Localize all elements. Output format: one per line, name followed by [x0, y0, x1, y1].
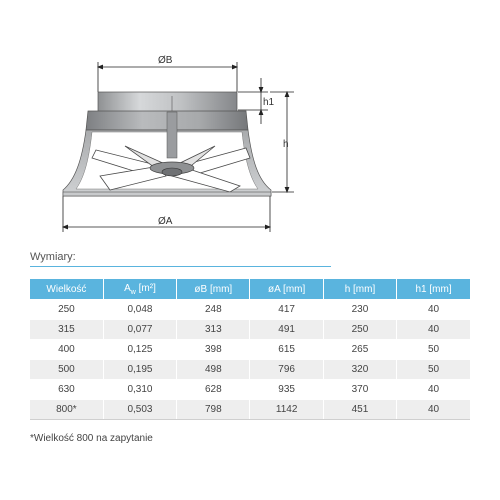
cell-area: 0,310 [102, 379, 177, 400]
header-size: Wielkość [30, 279, 104, 300]
cell-diameter-a: 796 [249, 359, 324, 380]
cell-height-h: 320 [322, 359, 397, 380]
cell-area: 0,125 [102, 339, 177, 360]
cell-area: 0,503 [102, 399, 177, 420]
footnote: *Wielkość 800 na zapytanie [30, 433, 153, 444]
header-height-h: h [mm] [322, 279, 397, 300]
cell-area: 0,195 [102, 359, 177, 380]
cell-size: 315 [30, 319, 104, 340]
cell-diameter-a: 491 [249, 319, 324, 340]
cell-diameter-a: 615 [249, 339, 324, 360]
cell-diameter-b: 313 [176, 319, 250, 340]
cell-diameter-a: 417 [249, 299, 324, 320]
cell-height-h1: 40 [396, 319, 470, 340]
cell-height-h1: 50 [396, 339, 470, 360]
section-title: Wymiary: [30, 251, 76, 263]
header-height-h1: h1 [mm] [396, 279, 470, 300]
header-diameter-b: øB [mm] [176, 279, 250, 300]
fan-body [62, 91, 272, 197]
cell-size: 500 [30, 359, 104, 380]
cell-diameter-b: 628 [176, 379, 250, 400]
cell-height-h1: 40 [396, 299, 470, 320]
cell-size: 630 [30, 379, 104, 400]
cell-height-h: 451 [322, 399, 397, 420]
cell-height-h: 370 [322, 379, 397, 400]
table-row: 315 0,077 313 491 250 40 [30, 319, 470, 340]
cell-diameter-b: 498 [176, 359, 250, 380]
header-area: Aw [m²] [102, 279, 177, 300]
label-h1: h1 [263, 97, 275, 108]
label-h: h [283, 139, 289, 150]
cell-height-h: 230 [322, 299, 397, 320]
cell-size: 800* [30, 399, 104, 420]
cell-height-h1: 40 [396, 399, 470, 420]
table-header-row: Wielkość Aw [m²] øB [mm] øA [mm] h [mm] … [30, 279, 470, 300]
dimensions-table: Wielkość Aw [m²] øB [mm] øA [mm] h [mm] … [30, 279, 470, 420]
table-row: 250 0,048 248 417 230 40 [30, 299, 470, 320]
section-divider [30, 266, 331, 267]
cell-diameter-a: 935 [249, 379, 324, 400]
cell-area: 0,048 [102, 299, 177, 320]
table-row: 630 0,310 628 935 370 40 [30, 379, 470, 400]
table-row: 400 0,125 398 615 265 50 [30, 339, 470, 360]
cell-height-h1: 50 [396, 359, 470, 380]
fan-technical-drawing: ØB ØA h1 h [61, 55, 294, 232]
cell-size: 400 [30, 339, 104, 360]
header-diameter-a: øA [mm] [249, 279, 324, 300]
dimension-lines [61, 62, 294, 232]
cell-area: 0,077 [102, 319, 177, 340]
label-diameter-b: ØB [158, 55, 173, 66]
cell-diameter-b: 398 [176, 339, 250, 360]
label-diameter-a: ØA [158, 216, 173, 227]
table-row: 500 0,195 498 796 320 50 [30, 359, 470, 380]
cell-height-h: 250 [322, 319, 397, 340]
cell-diameter-b: 798 [176, 399, 250, 420]
table-row: 800* 0,503 798 1142 451 40 [30, 399, 470, 420]
cell-diameter-a: 1142 [249, 399, 324, 420]
cell-diameter-b: 248 [176, 299, 250, 320]
cell-height-h1: 40 [396, 379, 470, 400]
cell-size: 250 [30, 299, 104, 320]
cell-height-h: 265 [322, 339, 397, 360]
